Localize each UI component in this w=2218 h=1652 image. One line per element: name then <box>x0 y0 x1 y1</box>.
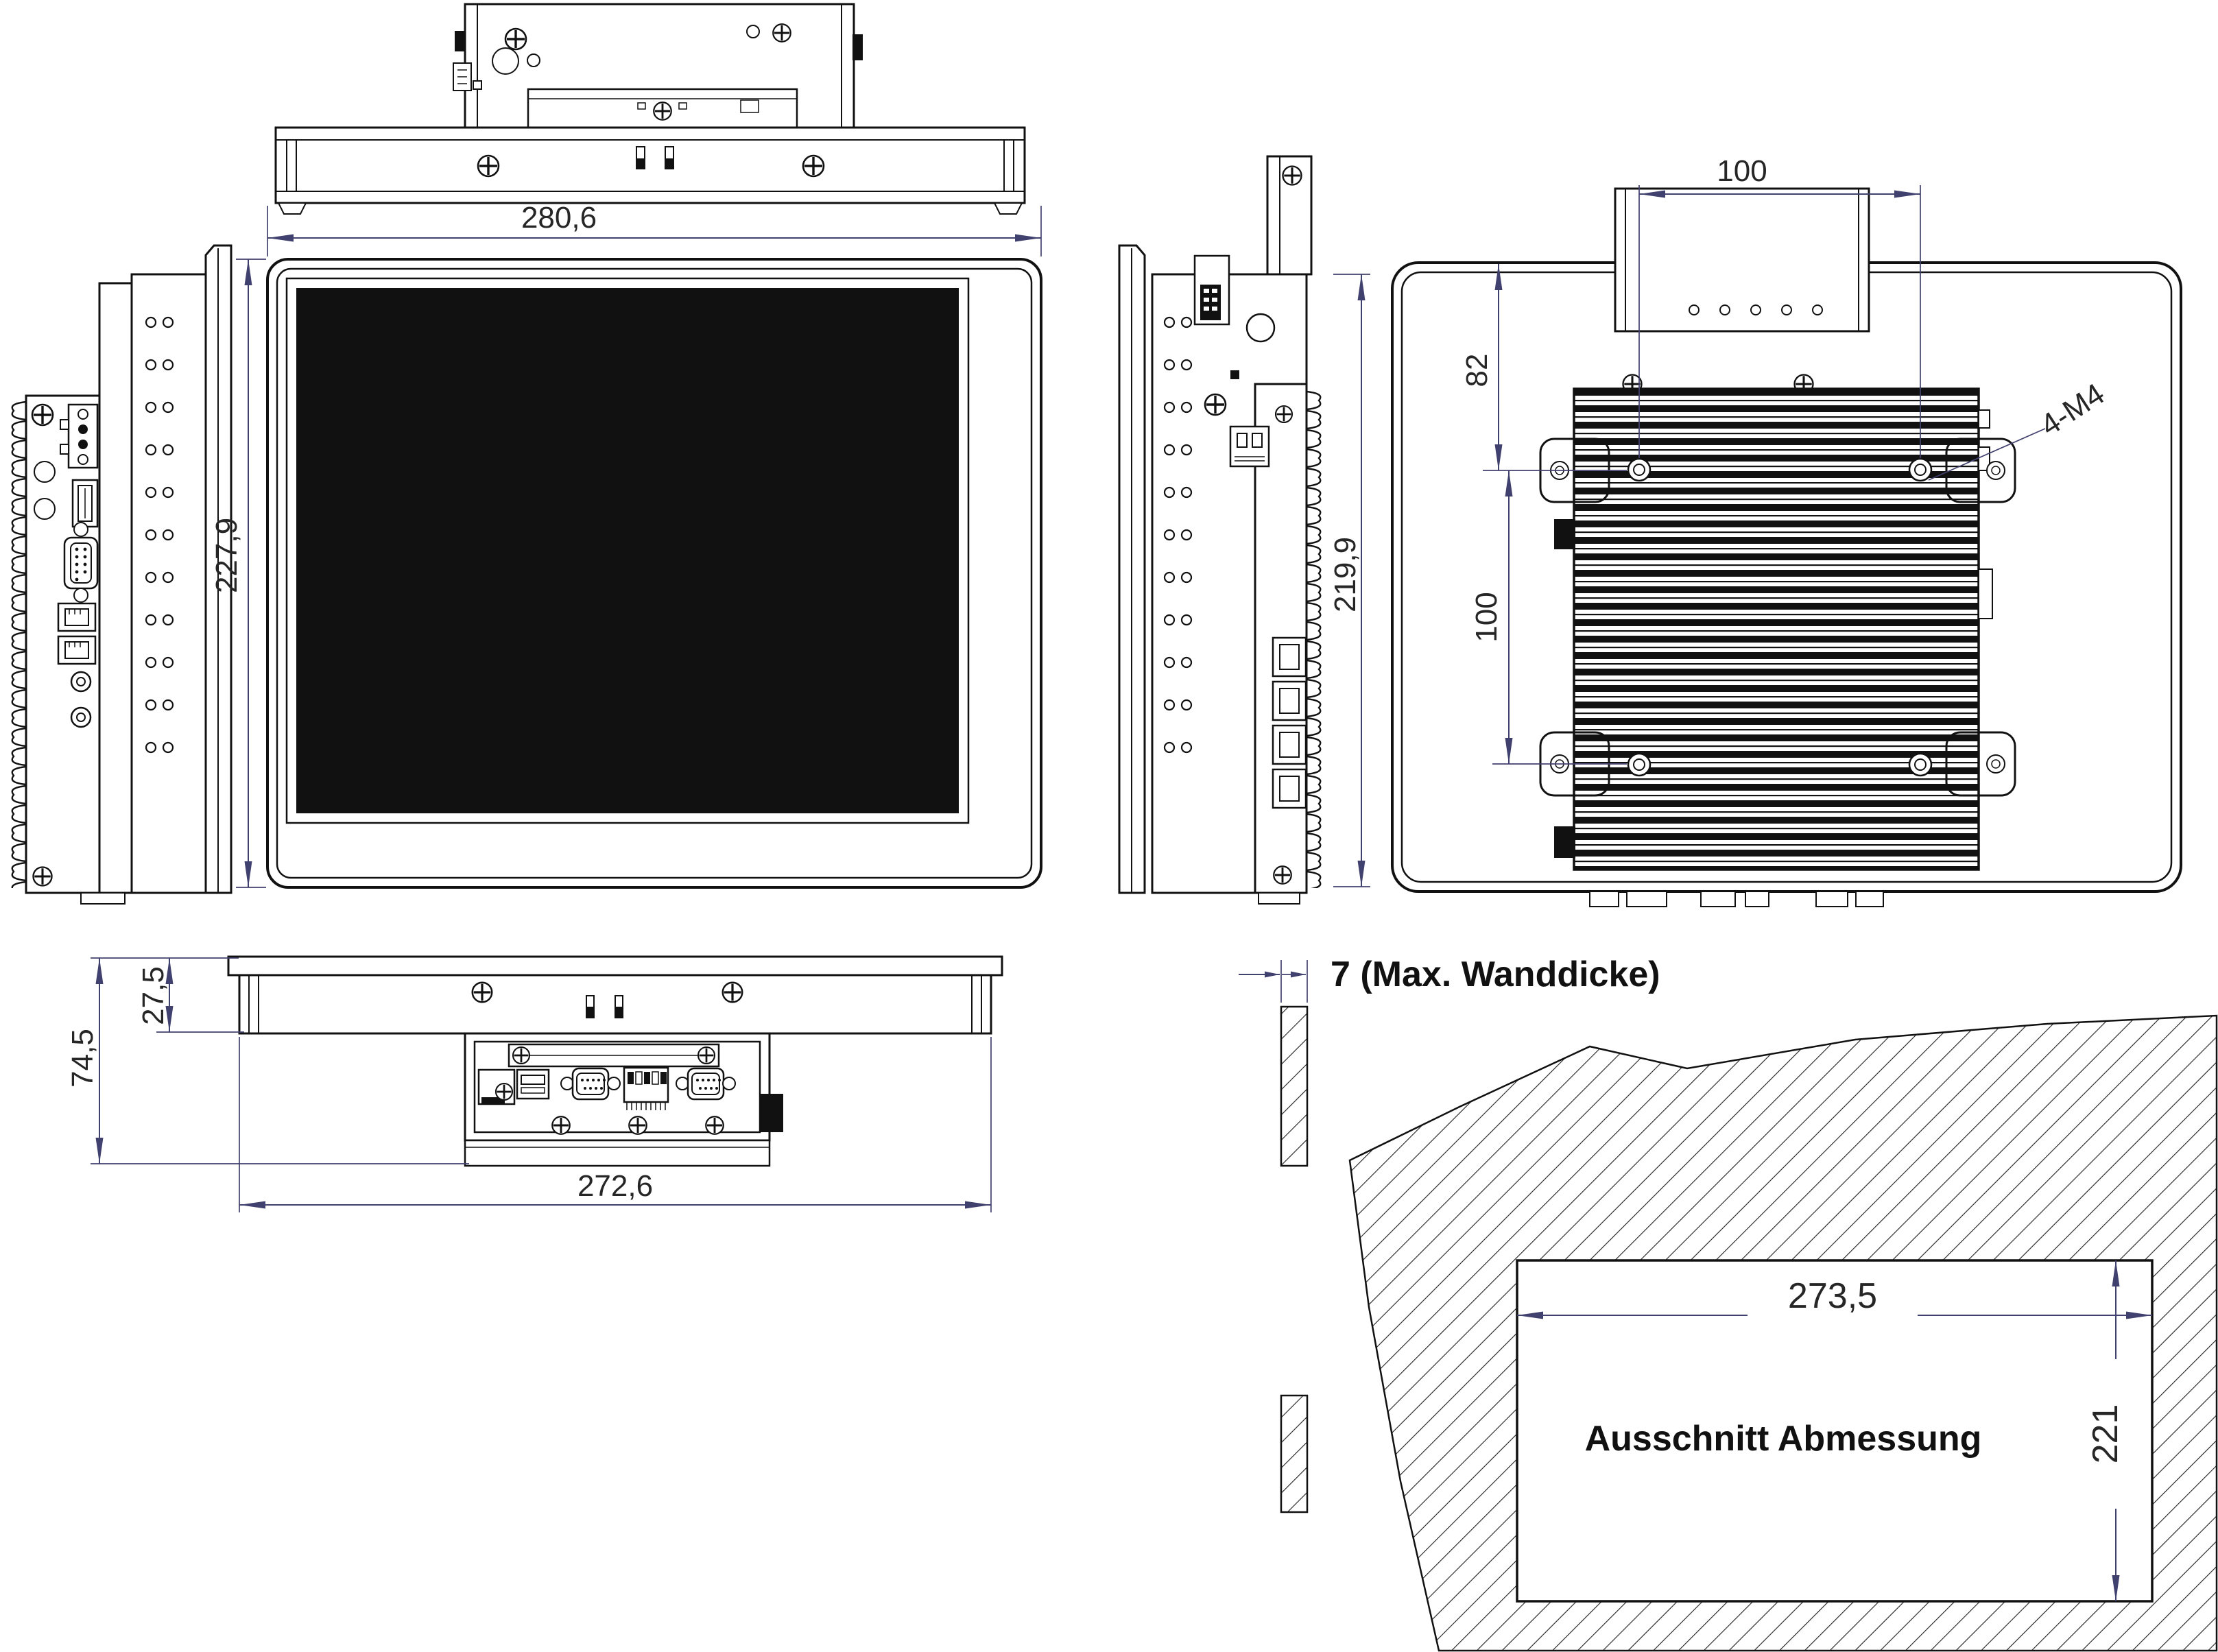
serial-port-com2 <box>676 1067 736 1101</box>
power-stub <box>455 31 465 51</box>
dim-front-depth: 27,5 <box>136 966 170 1025</box>
vga-connector <box>63 522 99 603</box>
terminal-block <box>623 1066 669 1110</box>
label-wall-thickness: 7 (Max. Wanddicke) <box>1331 955 1660 994</box>
vent-holes <box>1160 312 1196 758</box>
dim-total-depth: 74,5 <box>66 1029 99 1088</box>
dip-switch <box>1200 285 1221 320</box>
wall-section-lower <box>1280 1394 1309 1513</box>
dim-front-width: 280,6 <box>521 201 597 235</box>
dim-cutout-height: 221 <box>2086 1404 2125 1464</box>
label-cutout-area: Ausschnitt Abmessung <box>1584 1419 1982 1459</box>
ethernet-ports <box>57 602 97 665</box>
usb-port <box>516 1068 550 1100</box>
mounting-bracket <box>1614 187 1870 333</box>
expansion-slot <box>508 1043 720 1068</box>
view-side-left <box>4 244 232 905</box>
dimension-lines <box>91 185 2152 1601</box>
power-jack <box>760 1094 783 1132</box>
io-terminal <box>1229 425 1270 468</box>
dim-vesa-top-offset: 82 <box>1460 353 1494 387</box>
cutout-hole <box>1516 1259 2154 1603</box>
view-top <box>274 3 1026 215</box>
vent-holes <box>142 312 178 758</box>
dim-vesa-horizontal: 100 <box>1717 154 1767 188</box>
audio-jack <box>70 671 92 693</box>
view-bottom <box>227 955 1003 1167</box>
view-front <box>266 258 1042 889</box>
heatsink-fins-edge <box>1307 391 1328 888</box>
sim-module <box>477 1068 516 1105</box>
power-button <box>1245 313 1276 343</box>
heatsink-fins-edge <box>4 401 26 888</box>
screen-area <box>296 288 959 813</box>
audio-jack <box>70 706 92 728</box>
view-rear <box>1391 187 2182 907</box>
view-cutout <box>1280 1005 2218 1652</box>
usb-port-stack <box>1272 636 1307 809</box>
dim-side-height: 219,9 <box>1328 536 1362 613</box>
dim-front-height: 227,9 <box>210 517 243 594</box>
serial-port-com1 <box>560 1067 621 1101</box>
dim-vesa-vertical: 100 <box>1470 592 1503 643</box>
displayport-connector <box>71 479 99 528</box>
dim-cutout-width: 273,5 <box>1787 1276 1878 1316</box>
dim-chassis-width: 272,6 <box>577 1169 654 1203</box>
wall-section-upper <box>1280 1005 1309 1167</box>
power-terminal <box>60 403 99 469</box>
view-side-right <box>1118 155 1328 905</box>
